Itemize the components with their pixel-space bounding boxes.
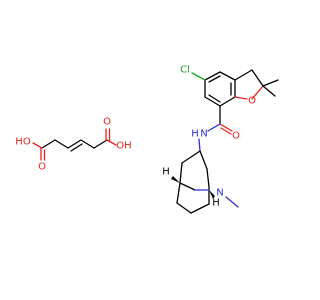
amide-molecule: Cl O O N H N H H <box>162 65 279 214</box>
atom-label-ho: HO <box>15 137 31 148</box>
bond <box>32 142 43 149</box>
bond <box>262 79 279 87</box>
bond <box>207 123 221 132</box>
bond <box>80 139 95 149</box>
bond <box>251 85 264 100</box>
bond <box>106 139 117 146</box>
atom-label-oh: OH <box>116 141 131 152</box>
bond <box>219 96 236 107</box>
bond <box>93 139 108 149</box>
atom-label-oxygen: O <box>38 162 46 173</box>
bond <box>198 138 201 152</box>
bond <box>262 85 276 97</box>
atom-label-hydrogen: H <box>162 167 170 178</box>
bond <box>219 71 236 81</box>
structure-canvas: HO O O OH <box>15 65 279 214</box>
bond <box>190 203 210 214</box>
bond <box>251 69 264 87</box>
bond <box>179 182 196 191</box>
bond <box>204 71 221 81</box>
atom-label-nitrogen: N <box>200 129 207 140</box>
bond <box>67 139 82 149</box>
stereo-wedge <box>209 190 215 199</box>
atom-label-oxygen: O <box>103 117 111 128</box>
atom-label-hydrogen: H <box>212 198 220 209</box>
atom-label-oxygen: O <box>232 131 240 142</box>
fumaric-acid-molecule: HO O O OH <box>15 117 131 173</box>
bond <box>225 196 239 208</box>
bond <box>234 96 248 100</box>
bond <box>204 96 221 107</box>
bond <box>208 94 221 103</box>
bond <box>220 127 232 135</box>
atom-label-chlorine: Cl <box>180 65 190 76</box>
bond <box>181 150 201 164</box>
bond <box>179 162 183 184</box>
bond <box>206 168 210 188</box>
bond <box>219 123 233 132</box>
bond <box>70 143 83 152</box>
bond <box>176 182 181 204</box>
atom-label-hydrogen: H <box>191 129 199 140</box>
bond <box>199 150 208 170</box>
bond <box>41 139 56 149</box>
bond <box>54 139 69 149</box>
atom-label-nitrogen: N <box>216 188 223 199</box>
bond <box>208 75 221 83</box>
bond <box>191 72 206 81</box>
bond <box>234 69 253 81</box>
atom-label-oxygen: O <box>248 96 256 107</box>
bond <box>176 202 192 214</box>
stereo-wedge <box>171 176 180 183</box>
